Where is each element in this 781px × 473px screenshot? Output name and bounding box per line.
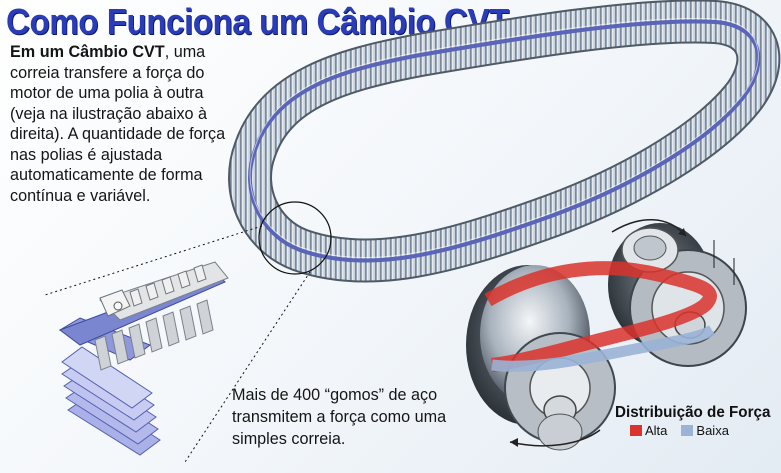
force-belt-path xyxy=(484,261,717,372)
belt-detail-closeup xyxy=(58,261,229,456)
legend-label-low: Baixa xyxy=(696,423,729,438)
legend-swatch-high xyxy=(630,425,642,436)
intro-body-text: , uma correia transfere a força do motor… xyxy=(10,43,226,205)
steel-belt xyxy=(228,0,781,283)
belt-caption: Mais de 400 “gomos” de aço transmitem a … xyxy=(232,386,447,448)
intro-paragraph: Em um Câmbio CVT, uma correia transfere … xyxy=(10,42,240,206)
legend-swatch-low xyxy=(681,425,694,436)
legend-items: Alta Baixa xyxy=(615,423,780,438)
intro-bold-lead: Em um Câmbio CVT xyxy=(10,43,165,61)
steel-segments xyxy=(58,261,229,371)
rotation-arrows xyxy=(509,219,735,447)
legend-item-high: Alta xyxy=(630,423,667,438)
legend-item-low: Baixa xyxy=(681,423,729,438)
zoom-callout xyxy=(44,201,332,463)
force-legend: Distribuição de Força Alta Baixa xyxy=(615,404,780,438)
legend-label-high: Alta xyxy=(645,423,668,438)
legend-title: Distribuição de Força xyxy=(615,404,771,421)
pulley-assembly xyxy=(466,219,747,451)
